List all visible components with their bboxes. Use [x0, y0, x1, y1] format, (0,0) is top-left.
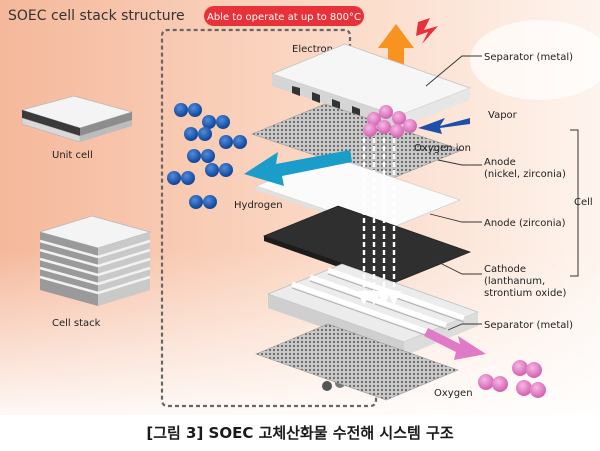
separator-top-plate	[270, 43, 472, 128]
anode-nickel-label-line1: Anode	[484, 157, 516, 168]
separator-top-label: Separator (metal)	[484, 52, 573, 63]
electron-label: Electron	[292, 44, 333, 55]
cell-stack-label: Cell stack	[52, 318, 101, 329]
oxygen-label: Oxygen	[434, 388, 473, 399]
unit-cell-illustration	[20, 95, 134, 143]
cathode-label-line2: (lanthanum,	[484, 276, 545, 287]
heat-arrow-icon	[378, 24, 414, 68]
oxygen-molecules	[478, 360, 546, 398]
figure-caption: [그림 3] SOEC 고체산화물 수전해 시스템 구조	[146, 424, 454, 442]
cathode-label-line1: Cathode	[484, 264, 526, 275]
oxygen-ion-label: Oxygen ion	[414, 143, 471, 154]
hydrogen-molecules	[167, 103, 247, 209]
cell-bracket	[570, 129, 579, 277]
anode-zirconia-label: Anode (zirconia)	[484, 218, 566, 229]
leader-lines	[425, 55, 482, 331]
steam-cloud	[470, 20, 600, 100]
separator-bottom-label: Separator (metal)	[484, 320, 573, 331]
anode-nickel-label-line2: (nickel, zirconia)	[484, 169, 566, 180]
lightning-icon	[416, 18, 438, 44]
hydrogen-flow-arrow	[244, 150, 352, 186]
vapor-label: Vapor	[488, 110, 518, 121]
oxygen-ion-arrows	[356, 138, 402, 306]
vapor-arrow-icon	[418, 118, 470, 134]
unit-cell-label: Unit cell	[52, 150, 93, 161]
temperature-badge-text: Able to operate at up to 800°C	[207, 12, 361, 23]
cathode-label-line3: strontium oxide)	[484, 288, 566, 299]
diagram-canvas: SOEC cell stack structure Able to operat…	[0, 0, 600, 415]
oxygen-ion-cluster	[363, 105, 417, 138]
hydrogen-label: Hydrogen	[234, 200, 283, 211]
diagram-title: SOEC cell stack structure	[8, 8, 185, 24]
bottom-mesh-layer	[255, 323, 459, 401]
temperature-badge	[204, 6, 364, 26]
oxygen-flow-arrow	[424, 328, 486, 360]
electron-circuit-path	[160, 28, 378, 408]
cell-label: Cell	[574, 197, 593, 208]
cell-stack-illustration	[38, 215, 152, 306]
